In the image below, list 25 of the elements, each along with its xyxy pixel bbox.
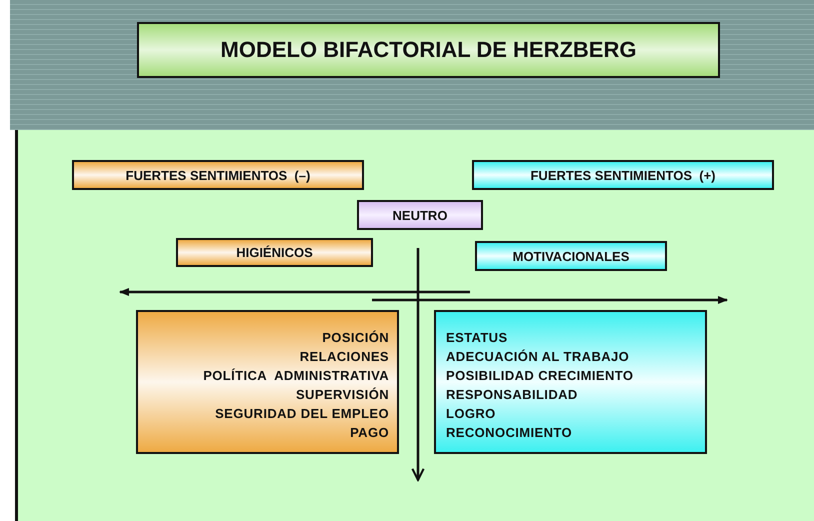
factor-item: LOGRO	[446, 405, 496, 423]
factor-item: ESTATUS	[446, 329, 508, 347]
label-box	[357, 200, 483, 230]
title-banner: MODELO BIFACTORIAL DE HERZBERG	[137, 22, 720, 78]
factor-list-box	[434, 310, 707, 454]
label-box	[72, 160, 364, 190]
factor-item: SUPERVISIÓN	[296, 386, 389, 404]
label-text: FUERTES SENTIMIENTOS (+)	[530, 168, 716, 182]
label-box	[472, 160, 774, 190]
factor-item: SEGURIDAD DEL EMPLEO	[215, 405, 389, 423]
factor-item: RECONOCIMIENTO	[446, 424, 572, 442]
factor-item: POSIBILIDAD CRECIMIENTO	[446, 367, 634, 385]
factor-list-box	[136, 310, 399, 454]
factor-item: PAGO	[350, 424, 389, 442]
label-box	[475, 241, 667, 271]
label-text: NEUTRO	[392, 208, 448, 222]
label-text: MOTIVACIONALES	[512, 248, 630, 264]
label-box	[176, 238, 373, 267]
label-text: FUERTES SENTIMIENTOS (–)	[126, 168, 310, 182]
factor-item: POSICIÓN	[322, 329, 389, 347]
factor-item: POLÍTICA ADMINISTRATIVA	[203, 367, 389, 385]
factor-item: RESPONSABILIDAD	[446, 386, 578, 404]
factor-item: RELACIONES	[300, 348, 389, 366]
factor-item: ADECUACIÓN AL TRABAJO	[446, 348, 630, 366]
label-text: HIGIÉNICOS	[236, 245, 313, 260]
